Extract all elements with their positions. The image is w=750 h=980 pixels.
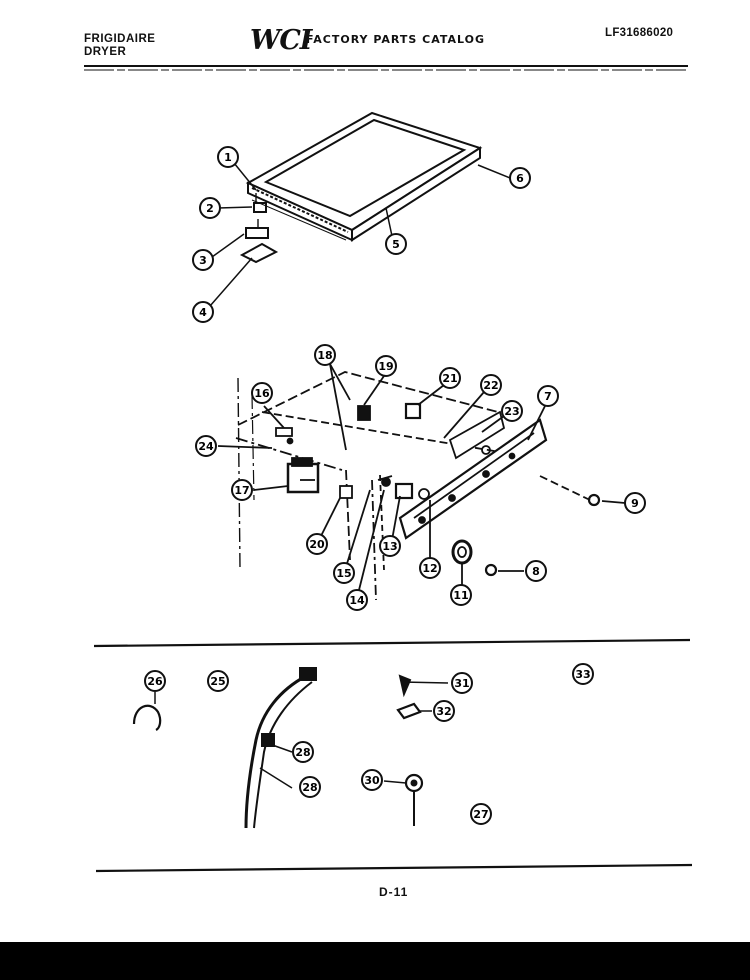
callout-label: 8: [532, 565, 540, 578]
callout-label: 4: [199, 306, 207, 319]
callout-4: 4: [192, 301, 214, 323]
callout-label: 30: [364, 774, 380, 787]
scan-edge-border: [0, 942, 750, 980]
callout-24: 24: [195, 435, 217, 457]
callout-13: 13: [379, 535, 401, 557]
callout-30: 30: [361, 769, 383, 791]
header-brand-block: FRIGIDAIRE DRYER: [84, 33, 155, 59]
callout-25: 25: [207, 670, 229, 692]
callout-label: 27: [473, 808, 488, 821]
callout-label: 20: [309, 538, 325, 551]
callout-1: 1: [217, 146, 239, 168]
callout-label: 17: [234, 484, 249, 497]
callout-label: 15: [336, 567, 351, 580]
callout-label: 6: [516, 172, 524, 185]
callout-18: 18: [314, 344, 336, 366]
callout-22: 22: [480, 374, 502, 396]
callout-label: 19: [378, 360, 393, 373]
header-rule: [84, 65, 688, 71]
callout-23: 23: [501, 400, 523, 422]
callout-label: 14: [349, 594, 365, 607]
catalog-title: FACTORY PARTS CATALOG: [306, 33, 486, 46]
callout-8: 8: [525, 560, 547, 582]
callout-label: 25: [210, 675, 225, 688]
callout-label: 28: [302, 781, 317, 794]
callout-27: 27: [470, 803, 492, 825]
console-top-assembly: [209, 111, 511, 307]
callout-label: 13: [382, 540, 397, 553]
callout-label: 28: [295, 746, 310, 759]
callout-16: 16: [251, 382, 273, 404]
callout-label: 24: [198, 440, 214, 453]
callout-28-lower: 28: [299, 776, 321, 798]
callout-3: 3: [192, 249, 214, 271]
callout-label: 22: [483, 379, 498, 392]
callout-32: 32: [433, 700, 455, 722]
callout-label: 11: [453, 589, 468, 602]
callout-label: 32: [436, 705, 451, 718]
callout-20: 20: [306, 533, 328, 555]
callout-28-upper: 28: [292, 741, 314, 763]
callout-26: 26: [144, 670, 166, 692]
callout-12: 12: [419, 557, 441, 579]
callout-label: 21: [442, 372, 457, 385]
callout-9: 9: [624, 492, 646, 514]
callout-label: 12: [422, 562, 437, 575]
callout-label: 26: [147, 675, 163, 688]
callout-14: 14: [346, 589, 368, 611]
callout-label: 7: [544, 390, 552, 403]
callout-label: 3: [199, 254, 207, 267]
callout-7: 7: [537, 385, 559, 407]
callout-label: 9: [631, 497, 639, 510]
callout-label: 1: [224, 151, 232, 164]
callout-label: 16: [254, 387, 270, 400]
callout-label: 31: [454, 677, 469, 690]
callout-15: 15: [333, 562, 355, 584]
callout-33: 33: [572, 663, 594, 685]
control-panel-assembly: [217, 363, 626, 601]
callout-11: 11: [450, 584, 472, 606]
loose-parts: [132, 667, 449, 829]
callout-6: 6: [509, 167, 531, 189]
callout-label: 5: [392, 238, 400, 251]
brand-label: FRIGIDAIRE: [84, 33, 156, 45]
section-divider: [93, 638, 691, 648]
footer-rule: [95, 863, 693, 873]
callout-label: 23: [504, 405, 519, 418]
callout-31: 31: [451, 672, 473, 694]
callout-19: 19: [375, 355, 397, 377]
product-label: DRYER: [84, 46, 127, 58]
page-number: D-11: [379, 885, 409, 899]
callout-label: 2: [206, 202, 214, 215]
wci-logo: WCI: [250, 25, 312, 56]
callout-21: 21: [439, 367, 461, 389]
callout-2: 2: [199, 197, 221, 219]
callout-label: 33: [575, 668, 590, 681]
callout-17: 17: [231, 479, 253, 501]
callout-label: 18: [317, 349, 332, 362]
model-number: LF31686020: [605, 27, 674, 39]
callout-5: 5: [385, 233, 407, 255]
